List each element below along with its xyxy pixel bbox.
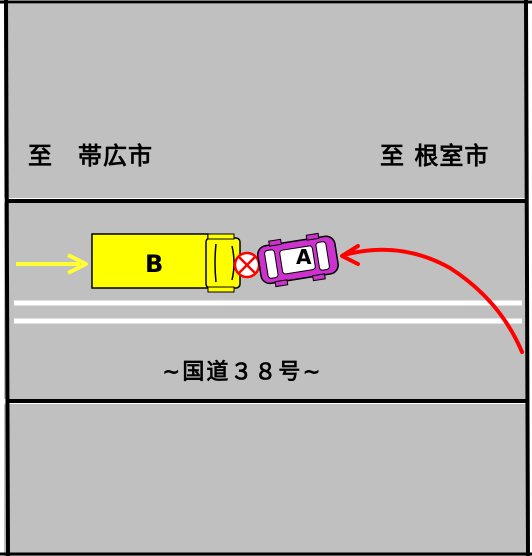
vehicle-a-label: A	[296, 245, 312, 269]
lower-area	[4, 404, 528, 556]
vehicle-b-arrow	[16, 253, 88, 275]
road-name-label: ~国道３８号~	[162, 360, 323, 385]
vehicle-b	[91, 233, 241, 293]
vehicle-b-label: B	[145, 250, 164, 278]
upper-area	[4, 4, 528, 198]
vehicle-a	[257, 232, 339, 288]
right-border	[524, 0, 530, 556]
left-border	[4, 0, 10, 556]
direction-label-nemuro: 至 根室市	[380, 142, 490, 170]
vehicle-a-path	[340, 244, 524, 354]
impact-point-icon	[233, 251, 261, 279]
direction-label-obihiro: 至 帯広市	[28, 142, 153, 170]
